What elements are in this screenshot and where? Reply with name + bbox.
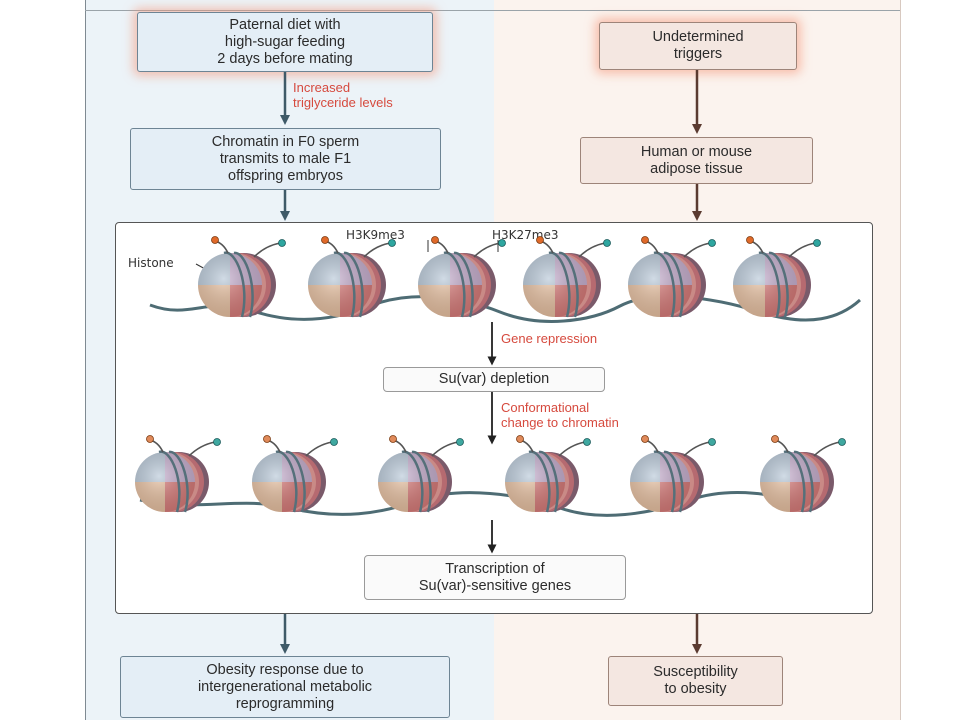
conformational-note: Conformational change to chromatin — [501, 400, 619, 430]
nucleosome-a3 — [523, 236, 611, 318]
nucleosome-a5 — [733, 236, 821, 318]
susceptibility-box: Susceptibility to obesity — [608, 656, 783, 706]
dna-strand-2 — [139, 491, 811, 517]
paternal-diet-box: Paternal diet with high-sugar feeding 2 … — [137, 12, 433, 72]
adipose-tissue-box: Human or mouse adipose tissue — [580, 137, 813, 184]
nucleosome-b2 — [378, 435, 464, 513]
nucleosome-a1 — [308, 236, 396, 318]
nucleosome-a4 — [628, 236, 716, 318]
transcription-box: Transcription of Su(var)-sensitive genes — [364, 555, 626, 600]
h3k9me3-label: H3K9me3 — [346, 228, 405, 242]
nucleosome-b4 — [630, 435, 716, 513]
obesity-response-box: Obesity response due to intergenerationa… — [120, 656, 450, 718]
condensed-chromatin-row — [149, 236, 862, 323]
undetermined-triggers-box: Undetermined triggers — [599, 22, 797, 70]
open-chromatin-row — [135, 435, 846, 517]
suvar-depletion-box: Su(var) depletion — [383, 367, 605, 392]
nucleosome-b1 — [252, 435, 338, 513]
nucleosome-a2 — [418, 236, 506, 318]
nucleosome-b3 — [505, 435, 591, 513]
nucleosome-b5 — [760, 435, 846, 513]
top-rule — [85, 10, 900, 11]
triglyceride-note: Increased triglyceride levels — [293, 80, 393, 110]
chromatin-sperm-box: Chromatin in F0 sperm transmits to male … — [130, 128, 441, 190]
gene-repression-note: Gene repression — [501, 331, 598, 346]
nucleosome-b0 — [135, 435, 221, 513]
nucleosome-a0 — [198, 236, 286, 318]
histone-label: Histone — [128, 256, 174, 270]
